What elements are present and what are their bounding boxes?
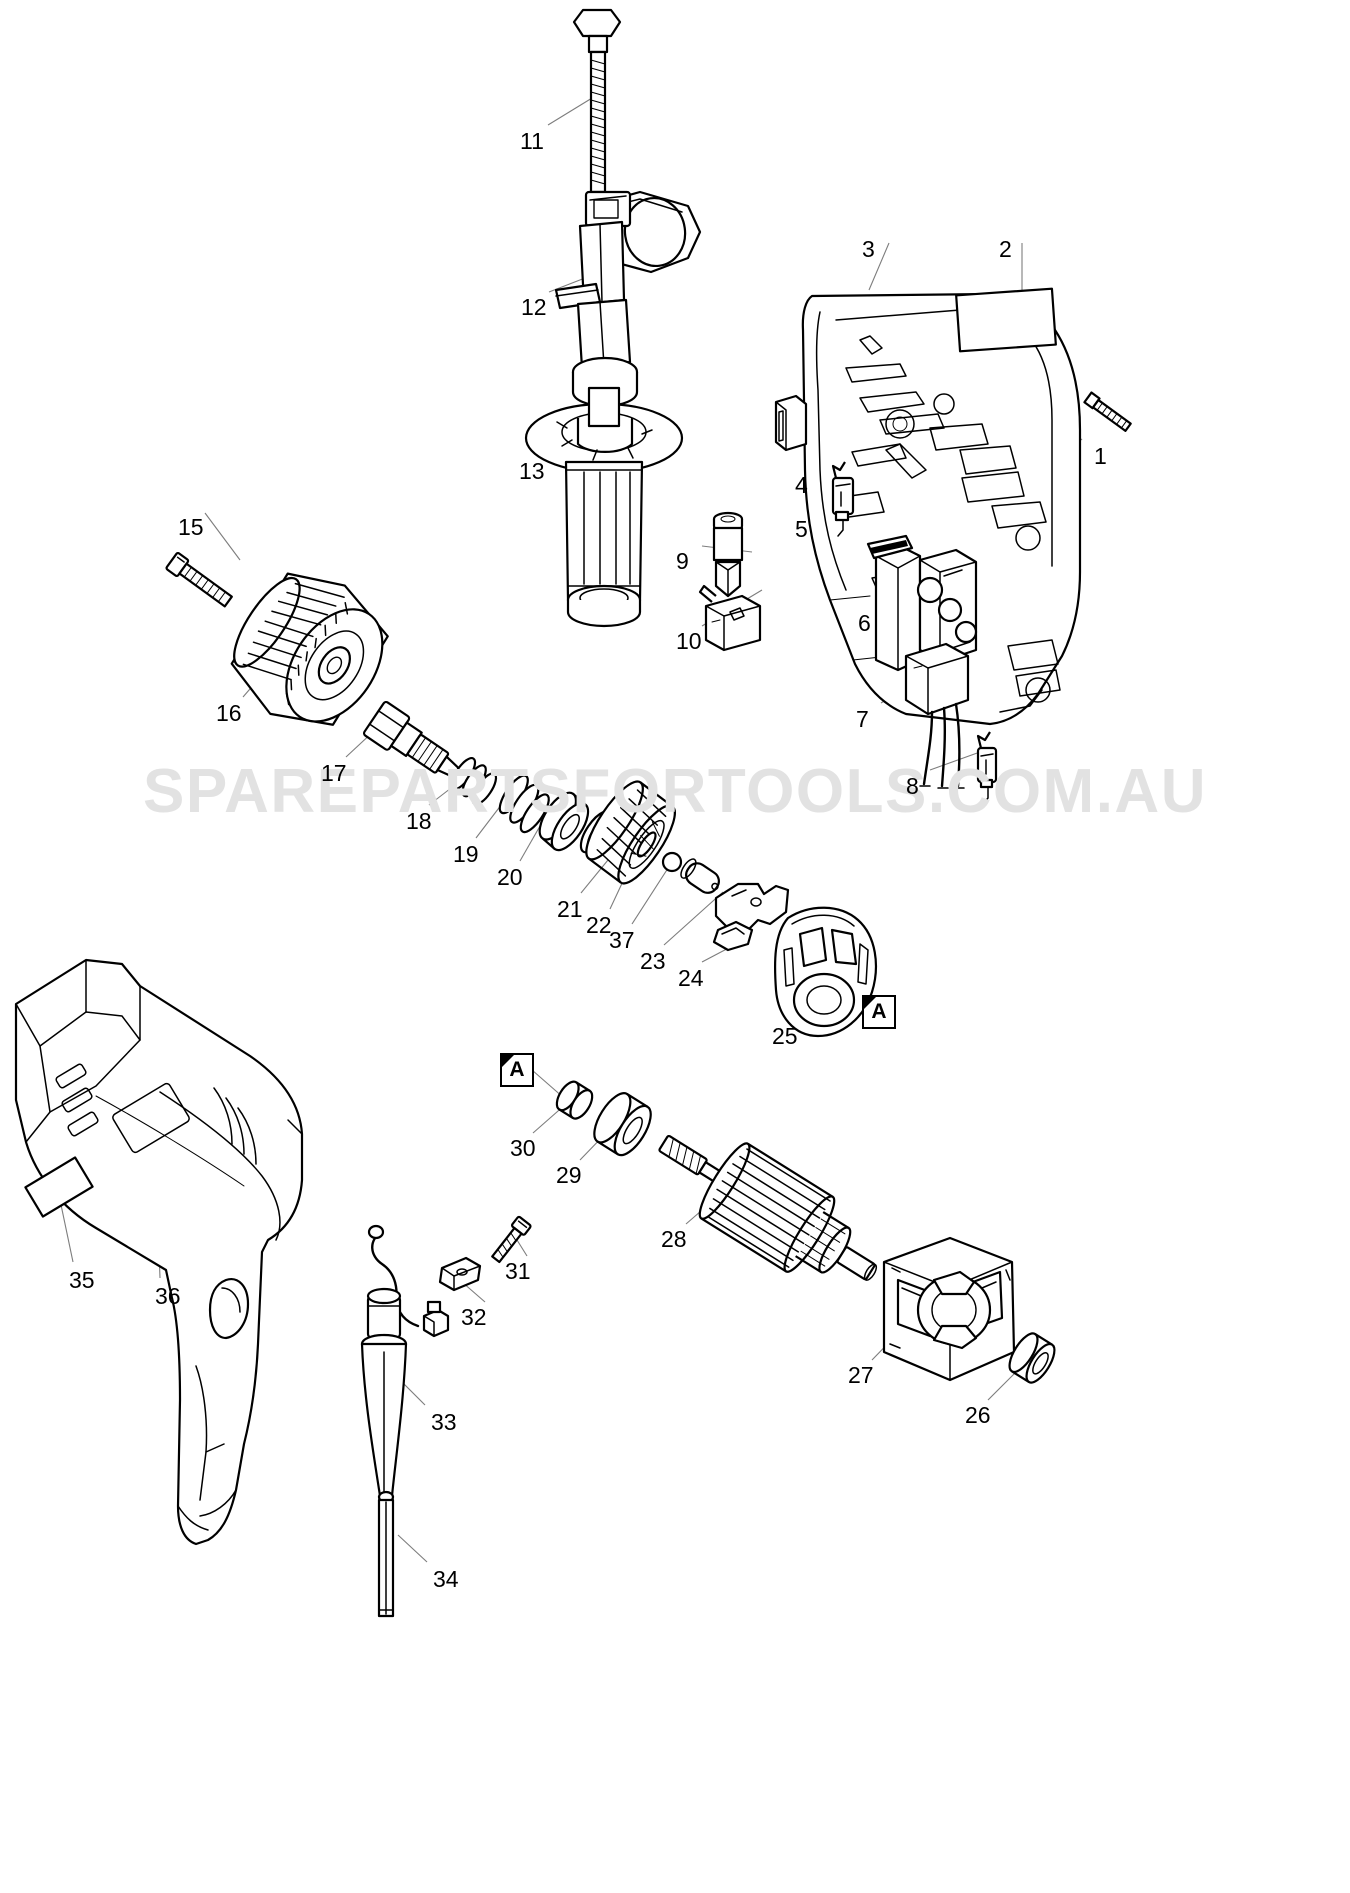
part-label-37: 37 — [609, 927, 635, 953]
part-label-26: 26 — [965, 1402, 991, 1428]
part-label-6: 6 — [858, 610, 871, 636]
part-label-8: 8 — [906, 773, 919, 799]
part-label-9: 9 — [676, 548, 689, 574]
part-label-17: 17 — [321, 760, 347, 786]
part-label-28: 28 — [661, 1226, 687, 1252]
part-label-7: 7 — [856, 706, 869, 732]
part-label-32: 32 — [461, 1304, 487, 1330]
part-label-1: 1 — [1094, 443, 1107, 469]
part-label-15: 15 — [178, 514, 204, 540]
part-label-24: 24 — [678, 965, 704, 991]
part-label-34: 34 — [433, 1566, 459, 1592]
part-label-3: 3 — [862, 236, 875, 262]
part-label-4: 4 — [795, 472, 808, 498]
part-label-36: 36 — [155, 1283, 181, 1309]
part-label-5: 5 — [795, 516, 808, 542]
part-label-2: 2 — [999, 236, 1012, 262]
part-label-27: 27 — [848, 1362, 874, 1388]
part-label-25: 25 — [772, 1023, 798, 1049]
part-label-11: 11 — [520, 128, 544, 154]
part-label-29: 29 — [556, 1162, 582, 1188]
part-label-19: 19 — [453, 841, 479, 867]
part-label-20: 20 — [497, 864, 523, 890]
part-label-13: 13 — [519, 458, 545, 484]
callout-a-right: A — [862, 995, 896, 1029]
part-label-22: 22 — [586, 912, 612, 938]
part-label-12: 12 — [521, 294, 547, 320]
part-label-10: 10 — [676, 628, 702, 654]
callout-a-left: A — [500, 1053, 534, 1087]
part-label-30: 30 — [510, 1135, 536, 1161]
part-label-16: 16 — [216, 700, 242, 726]
part-label-23: 23 — [640, 948, 666, 974]
part-label-33: 33 — [431, 1409, 457, 1435]
part-label-35: 35 — [69, 1267, 95, 1293]
part-label-31: 31 — [505, 1258, 531, 1284]
part-label-18: 18 — [406, 808, 432, 834]
part-label-21: 21 — [557, 896, 583, 922]
